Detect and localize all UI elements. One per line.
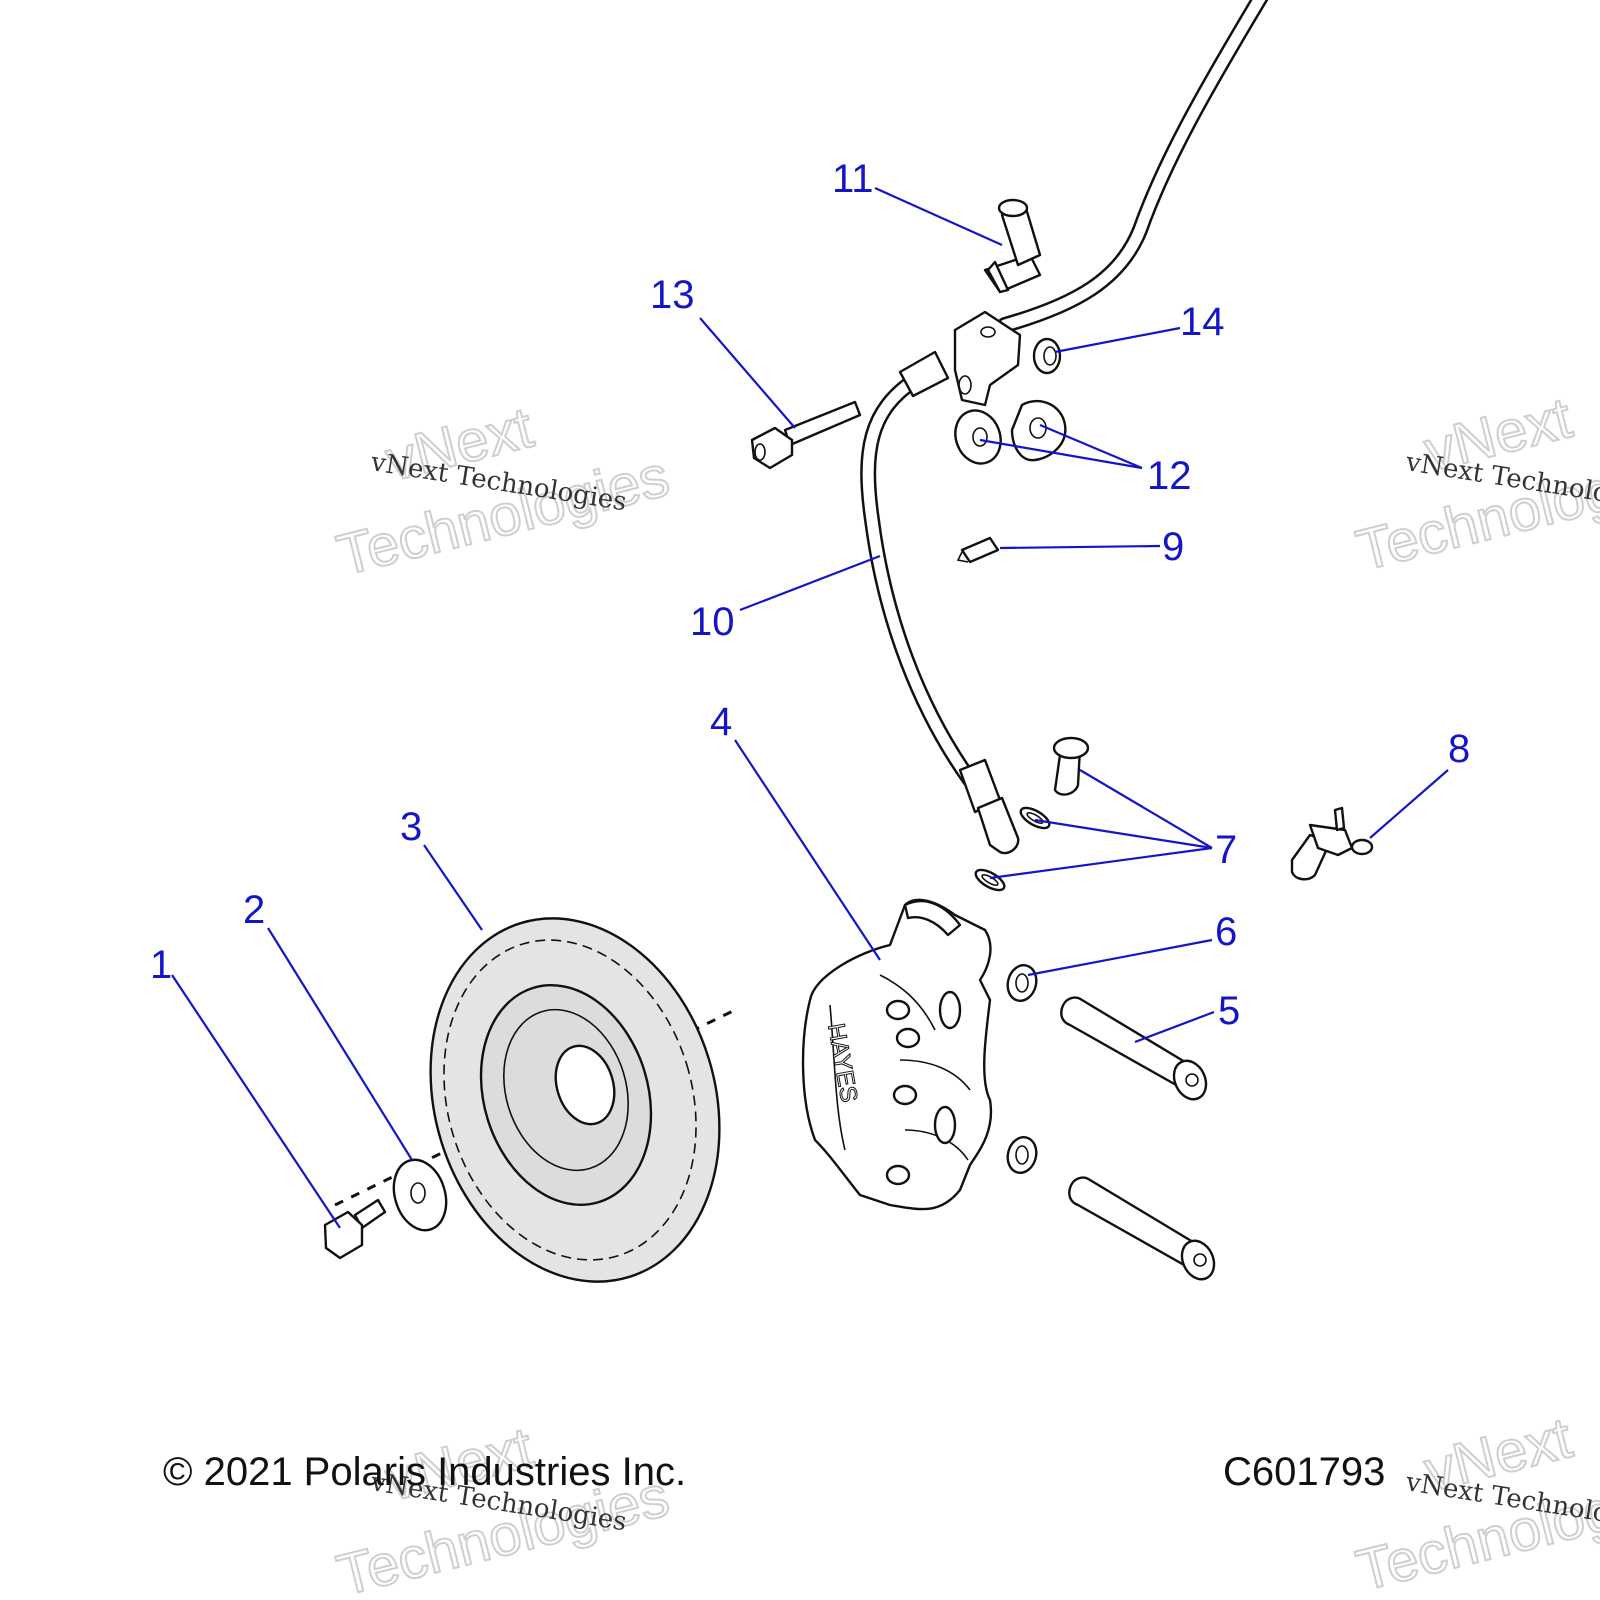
leader-14 bbox=[1054, 326, 1181, 354]
leader-5 bbox=[1134, 1010, 1215, 1044]
callout-3: 3 bbox=[400, 805, 422, 849]
caliper-bolt-lower bbox=[1068, 1176, 1216, 1281]
leader-12b bbox=[1039, 423, 1143, 470]
leader-7a bbox=[1079, 769, 1213, 849]
leader-lines bbox=[171, 186, 1449, 1229]
callout-8: 8 bbox=[1448, 727, 1470, 771]
flange-nut bbox=[1032, 337, 1062, 375]
leader-4 bbox=[734, 739, 881, 961]
leader-10 bbox=[739, 554, 881, 612]
leader-7b bbox=[1034, 818, 1213, 850]
leader-7c bbox=[989, 846, 1213, 880]
leader-1 bbox=[171, 974, 341, 1229]
hose-clip bbox=[956, 536, 1000, 564]
sealing-washer-lower bbox=[974, 868, 1006, 892]
callout-9: 9 bbox=[1162, 525, 1184, 569]
hose-bracket bbox=[953, 310, 1022, 407]
callout-labels: 1 2 3 4 5 6 7 8 9 10 11 12 13 14 bbox=[150, 157, 1470, 1033]
caliper-bolt-upper bbox=[1060, 996, 1208, 1101]
callout-6: 6 bbox=[1215, 910, 1237, 954]
brake-hose bbox=[860, 0, 1269, 855]
leader-9 bbox=[999, 544, 1161, 550]
callout-5: 5 bbox=[1218, 989, 1240, 1033]
sealing-washer-upper bbox=[1019, 806, 1051, 830]
rotor-bolt bbox=[323, 1198, 387, 1260]
leader-3 bbox=[423, 844, 483, 931]
caliper-washer-upper bbox=[1006, 964, 1038, 1002]
drawing-id: C601793 bbox=[1223, 1450, 1385, 1494]
copyright-text: © 2021 Polaris Industries Inc. bbox=[163, 1450, 686, 1494]
sensor-top bbox=[983, 198, 1042, 294]
leader-12a bbox=[979, 438, 1143, 470]
caliper-washer-lower bbox=[1006, 1136, 1038, 1174]
callout-7: 7 bbox=[1215, 828, 1237, 872]
callout-13: 13 bbox=[650, 273, 695, 317]
leader-8 bbox=[1369, 769, 1449, 839]
leader-2 bbox=[267, 927, 413, 1161]
sensor-right bbox=[1290, 806, 1374, 881]
rotor-washer bbox=[392, 1158, 448, 1232]
leader-6 bbox=[1027, 938, 1213, 977]
callout-2: 2 bbox=[243, 888, 265, 932]
callout-11: 11 bbox=[832, 157, 874, 201]
callout-10: 10 bbox=[690, 600, 735, 644]
banjo-bolt bbox=[1052, 736, 1090, 796]
leader-11 bbox=[874, 186, 1003, 247]
brake-rotor bbox=[429, 917, 721, 1283]
leader-13 bbox=[699, 317, 796, 429]
callout-4: 4 bbox=[710, 700, 732, 744]
washer-pair bbox=[954, 399, 1067, 465]
callout-14: 14 bbox=[1180, 300, 1225, 344]
callout-1: 1 bbox=[150, 943, 172, 987]
brake-caliper: HAYES bbox=[801, 898, 993, 1211]
callout-12: 12 bbox=[1147, 454, 1192, 498]
bolt-long-top bbox=[750, 400, 862, 470]
